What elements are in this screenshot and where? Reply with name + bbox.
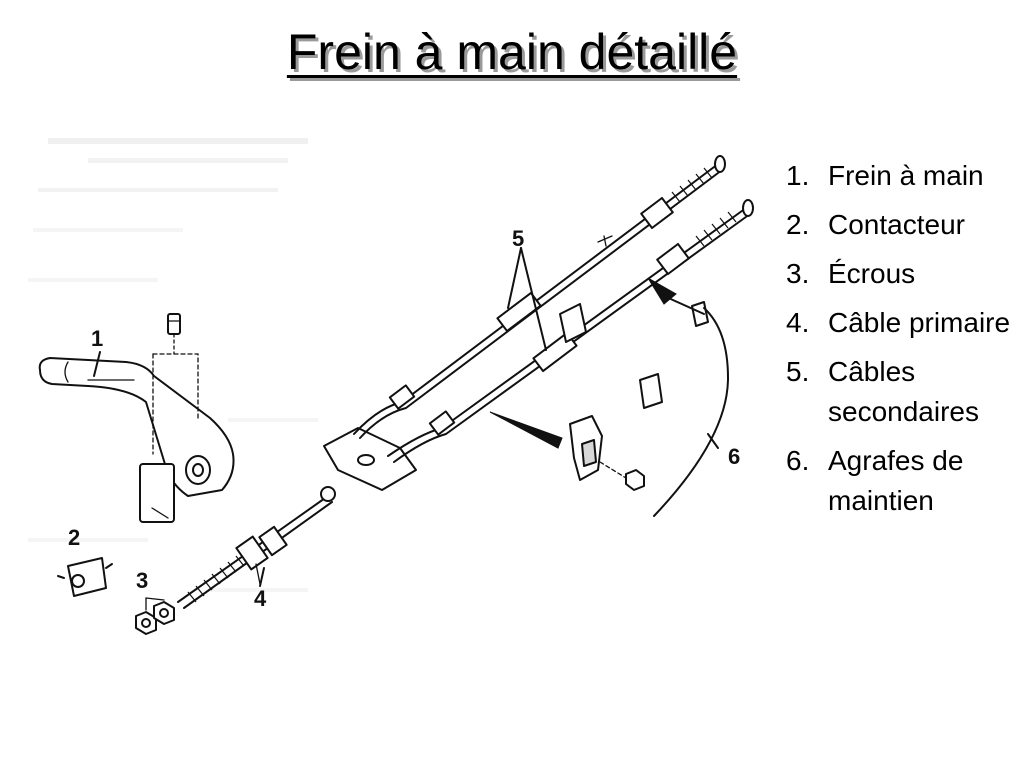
legend-label: Contacteur	[828, 209, 965, 240]
legend-item: 4. Câble primaire	[786, 303, 1022, 343]
callout-4: 4	[254, 586, 267, 611]
legend-number: 6.	[786, 445, 810, 476]
legend-label: Câble primaire	[828, 307, 1011, 338]
legend-item: 6. Agrafes de maintien	[786, 441, 1022, 521]
equalizer-plate	[323, 427, 417, 491]
legend-item: 3. Écrous	[786, 254, 1022, 294]
callout-2: 2	[68, 525, 80, 550]
scan-background	[28, 138, 318, 592]
legend-label: Agrafes de maintien	[828, 445, 964, 516]
handbrake-exploded-diagram: 1 2 3 4 5 6	[28, 118, 778, 658]
retaining-clips-part	[489, 277, 729, 517]
switch-part	[57, 557, 113, 597]
legend-label: Câbles secondaires	[828, 356, 979, 427]
parts-legend: 1. Frein à main 2. Contacteur 3. Écrous …	[786, 156, 1022, 530]
legend-label: Frein à main	[828, 160, 984, 191]
slide-title: Frein à main détaillé	[286, 24, 738, 80]
legend-item: 1. Frein à main	[786, 156, 1022, 196]
legend-number: 4.	[786, 307, 810, 338]
legend-number: 2.	[786, 209, 810, 240]
legend-item: 5. Câbles secondaires	[786, 352, 1022, 432]
nuts-part	[135, 597, 175, 635]
legend-number: 1.	[786, 160, 810, 191]
handbrake-lever-part	[38, 313, 235, 523]
legend-label: Écrous	[828, 258, 916, 289]
cable-bracket	[559, 303, 587, 343]
legend-number: 5.	[786, 356, 810, 387]
legend-item: 2. Contacteur	[786, 205, 1022, 245]
secondary-cable-upper	[353, 155, 726, 439]
handbrake-diagram-drawing: 1 2 3 4 5 6	[28, 138, 754, 635]
callout-5: 5	[512, 226, 524, 251]
callout-leaders	[93, 247, 719, 587]
legend-number: 3.	[786, 258, 810, 289]
callout-3: 3	[136, 568, 148, 593]
callout-1: 1	[91, 326, 103, 351]
primary-cable-part	[177, 486, 336, 609]
callout-6: 6	[728, 444, 740, 469]
